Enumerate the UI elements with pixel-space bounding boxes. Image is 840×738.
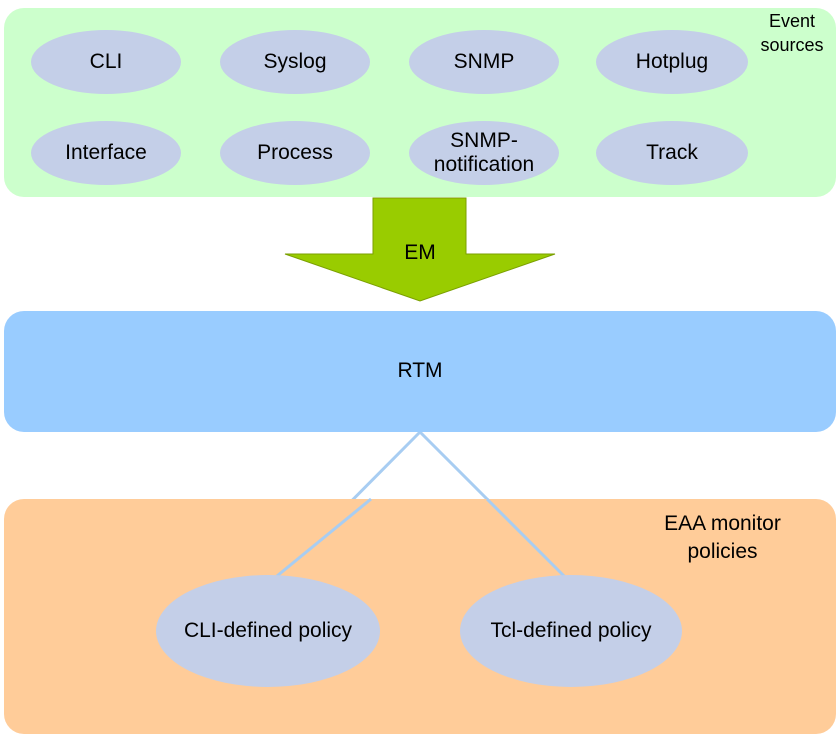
link-rtm-to-cli-policy-lower [276, 497, 372, 578]
policy-label: CLI-defined policy [183, 619, 353, 642]
event-sources-title-line2: sources [760, 35, 824, 55]
rtm-label: RTM [397, 359, 443, 382]
event-source-snmp: SNMP [409, 30, 559, 94]
em-label: EM [404, 241, 436, 264]
event-sources-title-line1: Event [768, 11, 816, 31]
event-source-label: SNMP- notification [433, 129, 535, 176]
event-source-label: Hotplug [635, 50, 709, 73]
policy-label: Tcl-defined policy [490, 619, 652, 642]
event-source-label: SNMP [453, 50, 515, 73]
em-arrow [284, 197, 556, 302]
policy-cli-defined: CLI-defined policy [156, 575, 380, 687]
event-source-label: Process [257, 141, 333, 164]
event-sources-title: Event sources [752, 9, 832, 57]
eaa-policies-title-line2: policies [687, 540, 758, 563]
event-source-label: CLI [89, 50, 123, 73]
eaa-policies-panel [4, 499, 836, 734]
rtm-panel [4, 311, 836, 432]
policy-tcl-defined: Tcl-defined policy [460, 575, 682, 687]
event-source-label: Syslog [263, 50, 327, 73]
eaa-policies-title: EAA monitor policies [640, 510, 805, 566]
link-rtm-to-tcl-policy-lower [485, 497, 566, 578]
event-source-process: Process [220, 121, 370, 185]
event-source-snmp-notification: SNMP- notification [409, 121, 559, 185]
event-source-syslog: Syslog [220, 30, 370, 94]
eaa-policies-title-line1: EAA monitor [664, 512, 781, 535]
event-source-cli: CLI [31, 30, 181, 94]
event-source-label: Track [646, 141, 698, 164]
event-source-track: Track [596, 121, 748, 185]
event-source-hotplug: Hotplug [596, 30, 748, 94]
event-source-label: Interface [65, 141, 147, 164]
event-source-interface: Interface [31, 121, 181, 185]
